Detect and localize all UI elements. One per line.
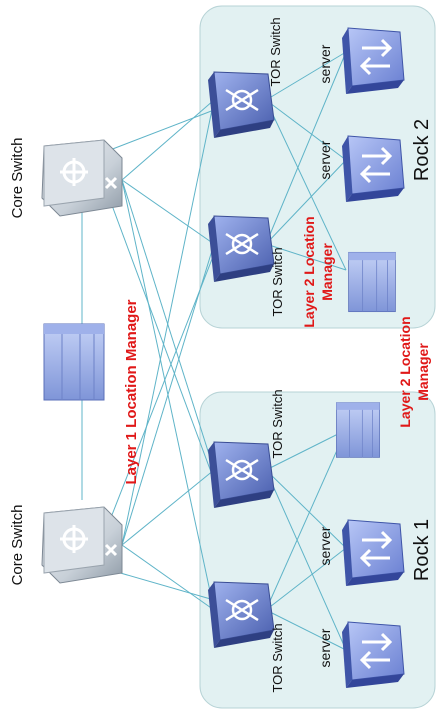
rack-1-manager-label-line1: Layer 2 Location	[397, 316, 413, 427]
tor-switch-icon	[206, 580, 276, 650]
rack-1-server-label-bottom: server	[317, 628, 333, 667]
rack-2-server-label-top: server	[317, 44, 333, 83]
core-switch-bottom-icon	[40, 505, 124, 585]
rack-1-tor-label-bottom: TOR Switch	[270, 623, 285, 692]
layer1-manager-icon	[43, 323, 105, 401]
layer1-manager-label: Layer 1 Location Manager	[123, 299, 140, 484]
rack-2-manager-label-line1: Layer 2 Location	[301, 216, 317, 327]
layer2-manager-icon	[336, 402, 380, 458]
core-switch-bottom-label: Core Switch	[9, 505, 26, 586]
tor-switch-icon	[206, 440, 276, 510]
rack-2-server-label-bottom: server	[317, 140, 333, 179]
rack-2-manager-label-line2: Manager	[319, 243, 335, 301]
server-icon	[340, 518, 406, 588]
rack-2-title: Rock 2	[411, 119, 433, 181]
rack-1-title: Rock 1	[411, 519, 433, 581]
server-icon	[340, 26, 406, 96]
rack-1-tor-label-top: TOR Switch	[270, 389, 285, 458]
rack-1-server-label-top: server	[317, 526, 333, 565]
server-icon	[340, 620, 406, 690]
tor-switch-icon	[206, 70, 276, 140]
rack-1-manager-label-line2: Manager	[415, 343, 431, 401]
core-switch-top-icon	[40, 138, 124, 218]
server-icon	[340, 134, 406, 204]
core-switch-top-label: Core Switch	[9, 138, 26, 219]
rack-2-tor-label-top: TOR Switch	[268, 17, 283, 86]
rack-2-tor-label-bottom: TOR Switch	[270, 247, 285, 316]
tor-switch-icon	[206, 214, 276, 284]
links	[81, 51, 347, 651]
layer2-manager-icon	[348, 251, 396, 313]
